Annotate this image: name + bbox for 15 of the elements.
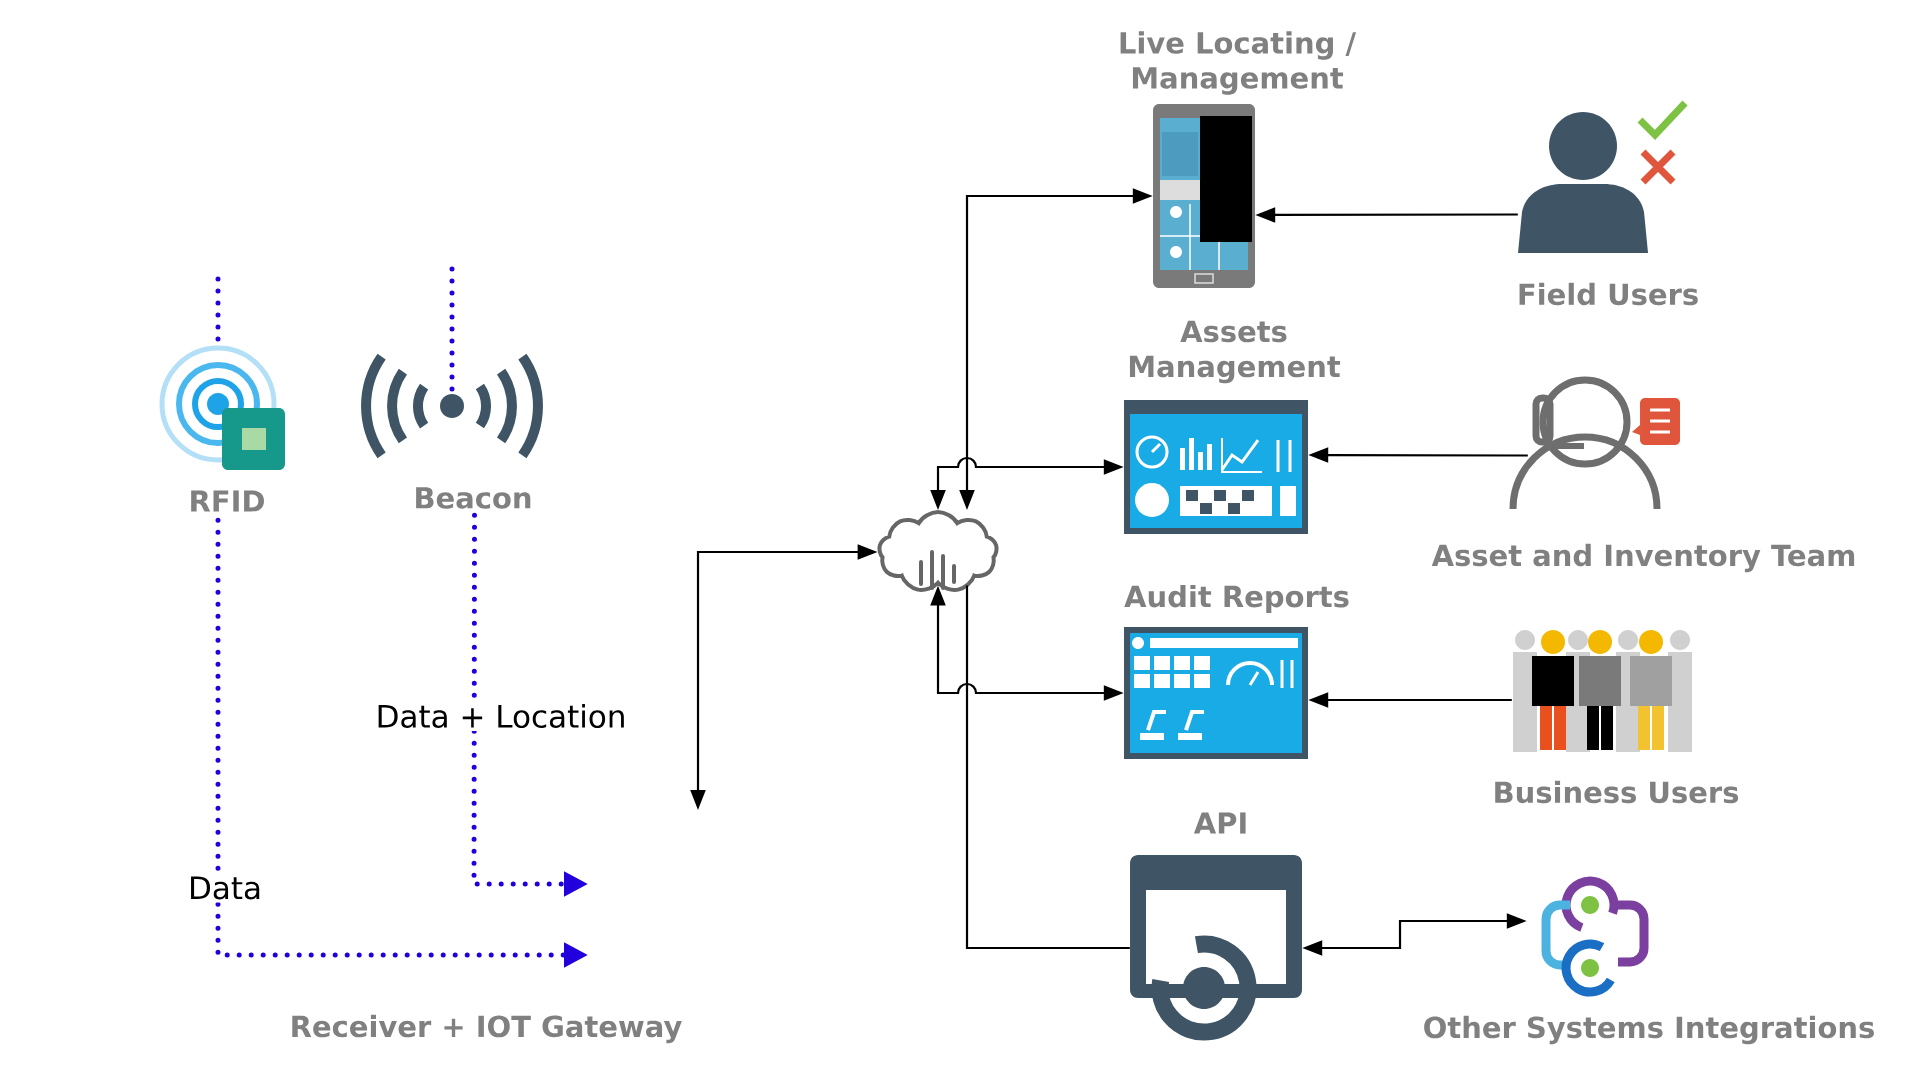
node-label: RFID: [191, 490, 264, 512]
node-label: Other Systems Integrations: [1424, 1015, 1874, 1045]
connector-line: [965, 585, 1130, 950]
text-label: Receiver + IOT Gateway: [292, 1014, 682, 1044]
node-label: Field Users: [1519, 282, 1698, 306]
node-label: Business Users: [1495, 780, 1739, 804]
node-label: Asset and Inventory Team: [1431, 543, 1855, 573]
node-label: Beacon: [416, 487, 531, 509]
node-label: Live Locating / Management: [1120, 31, 1357, 95]
cloud-icon: [877, 510, 999, 592]
node-label: Audit Reports: [1124, 585, 1349, 614]
edge-label: Data + Location: [372, 701, 630, 731]
node-label: API: [1193, 812, 1246, 834]
node-label: Assets Management: [1129, 320, 1341, 384]
edge-label: Data: [185, 873, 265, 903]
